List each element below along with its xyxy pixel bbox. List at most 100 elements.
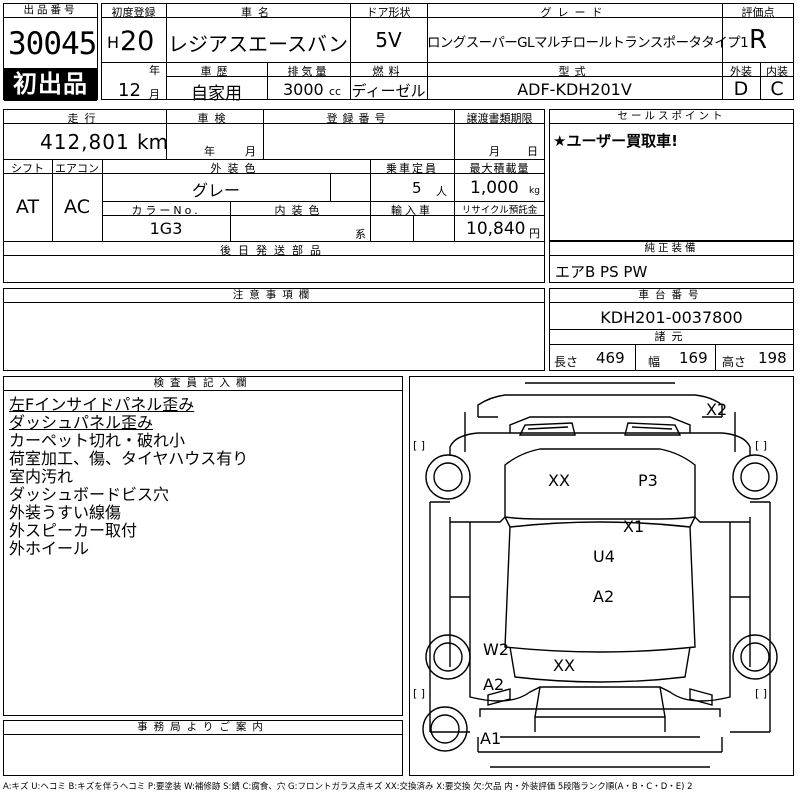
office-header: 事務局よりご案内 bbox=[4, 721, 402, 735]
equipment-header: 純正装備 bbox=[550, 242, 793, 256]
chassis-value: KDH201-0037800 bbox=[600, 308, 743, 327]
first-listing-badge: 初出品 bbox=[4, 68, 97, 101]
recycle-header: リサイクル預託金 bbox=[461, 205, 538, 216]
fuel-header: 燃料 bbox=[372, 65, 405, 78]
damage-mark: W2 bbox=[483, 640, 509, 659]
inspector-lines: 左Fインサイドパネル歪み ダッシュパネル歪み カーペット切れ・破れ小 荷室加工、… bbox=[9, 396, 248, 558]
load-value: 1,000 bbox=[470, 178, 519, 198]
diagram-bracket: [ ] bbox=[413, 687, 426, 700]
history-header: 車歴 bbox=[200, 65, 233, 78]
load-unit: kg bbox=[529, 186, 540, 196]
first-reg-month-unit: 月 bbox=[149, 88, 160, 101]
mileage-value: 412,801 bbox=[40, 130, 130, 154]
inspector-line: カーペット切れ・破れ小 bbox=[9, 431, 186, 450]
transfer-day-unit: 日 bbox=[527, 145, 538, 158]
score-value: R bbox=[748, 25, 768, 55]
capacity-value: 5 bbox=[412, 179, 422, 197]
transfer-month-unit: 月 bbox=[489, 145, 500, 158]
displacement-value: 3000 bbox=[283, 80, 324, 99]
sales-point-text: ★ユーザー買取車! bbox=[553, 132, 678, 150]
first-reg-era: H bbox=[107, 33, 120, 52]
import-header: 輸入車 bbox=[391, 204, 433, 217]
damage-mark: A1 bbox=[480, 729, 502, 748]
chassis-header: 車台番号 bbox=[550, 289, 793, 303]
equipment-value: エアB PS PW bbox=[555, 263, 648, 281]
office-box: 事務局よりご案内 bbox=[3, 720, 403, 776]
notes-box: 注意事項欄 bbox=[3, 288, 545, 371]
diagram-bracket: [ ] bbox=[413, 439, 426, 452]
aircon-header: エアコン bbox=[55, 162, 99, 175]
inspector-line: 左Fインサイドパネル歪み bbox=[9, 395, 195, 414]
inspector-box: 検査員記入欄 左Fインサイドパネル歪み ダッシュパネル歪み カーペット切れ・破れ… bbox=[3, 376, 403, 716]
transfer-header: 譲渡書類期限 bbox=[466, 112, 533, 125]
history-value: 自家用 bbox=[191, 84, 242, 104]
inspector-line: 外装うすい線傷 bbox=[9, 503, 122, 522]
top-table bbox=[101, 3, 794, 100]
colorno-header: カラーNo. bbox=[131, 204, 201, 217]
lot-number: 30045 bbox=[8, 26, 97, 62]
car-diagram bbox=[422, 382, 778, 768]
recycle-unit: 円 bbox=[529, 227, 540, 240]
lot-number-box: 出品番号 30045 初出品 bbox=[3, 3, 98, 101]
dims-length-label: 長さ bbox=[554, 355, 579, 369]
mileage-unit: km bbox=[137, 130, 169, 154]
recycle-value: 10,840 bbox=[466, 219, 526, 239]
inspection-month-unit: 月 bbox=[245, 145, 256, 158]
damage-mark: XX bbox=[553, 656, 575, 675]
shift-value: AT bbox=[15, 196, 40, 218]
door-value: 5V bbox=[375, 28, 402, 52]
car-diagram-box: [ ] [ ] [ ] [ ] X2 XX P3 X1 U4 A2 W2 XX … bbox=[409, 376, 794, 776]
first-reg-year-unit: 年 bbox=[149, 64, 160, 77]
shift-header: シフト bbox=[11, 162, 44, 175]
inspector-line: 外ホイール bbox=[9, 539, 90, 558]
inspector-line: 荷室加工、傷、タイヤハウス有り bbox=[9, 449, 249, 468]
dims-width-label: 幅 bbox=[648, 355, 661, 369]
inspector-line: ダッシュボードビス穴 bbox=[9, 485, 170, 504]
color-value: グレー bbox=[191, 181, 240, 200]
equipment-box: 純正装備 エアB PS PW bbox=[549, 241, 794, 283]
damage-mark: A2 bbox=[483, 675, 505, 694]
legend-text: A:キズ U:ヘコミ B:キズを伴うヘコミ P:要塗装 W:補修跡 S:錆 C:… bbox=[3, 782, 693, 792]
inspector-line: 外スピーカー取付 bbox=[9, 521, 138, 540]
capacity-unit: 人 bbox=[436, 185, 447, 198]
capacity-header: 乗車定員 bbox=[386, 162, 438, 175]
regno-header: 登録番号 bbox=[326, 112, 391, 125]
interior-score-header: 内装 bbox=[766, 65, 788, 78]
later-parts-header: 後日発送部品 bbox=[220, 244, 328, 257]
inspector-line: 室内汚れ bbox=[9, 467, 74, 486]
grade-header: グレード bbox=[540, 6, 609, 19]
inspection-header: 車検 bbox=[197, 112, 232, 125]
damage-mark: X1 bbox=[623, 517, 645, 536]
damage-mark: P3 bbox=[638, 471, 658, 490]
inspection-year-unit: 年 bbox=[204, 145, 215, 158]
chassis-box: 車台番号 KDH201-0037800 諸元 長さ 469 幅 169 高さ 1… bbox=[549, 288, 794, 371]
dims-header: 諸元 bbox=[550, 329, 793, 345]
mileage-header: 走行 bbox=[67, 112, 102, 125]
car-name: レジアスエースバン bbox=[168, 32, 348, 56]
first-reg-year: 20 bbox=[120, 26, 155, 57]
dims-length: 469 bbox=[596, 349, 625, 367]
diagram-bracket: [ ] bbox=[755, 687, 768, 700]
door-header: ドア形状 bbox=[366, 6, 411, 19]
diagram-bracket: [ ] bbox=[755, 439, 768, 452]
damage-mark: XX bbox=[548, 471, 570, 490]
load-header: 最大積載量 bbox=[469, 162, 530, 175]
sales-point-box: セールスポイント ★ユーザー買取車! bbox=[549, 109, 794, 241]
grade-value: ロングスーパーGLマルチロールトランスポータタイプ1 bbox=[427, 35, 749, 51]
lot-number-header: 出品番号 bbox=[4, 4, 97, 18]
displacement-unit: cc bbox=[329, 85, 342, 98]
sales-point-header: セールスポイント bbox=[550, 110, 793, 124]
damage-mark: X2 bbox=[706, 400, 728, 419]
first-reg-header: 初度登録 bbox=[111, 6, 156, 19]
inspector-line: ダッシュパネル歪み bbox=[9, 413, 154, 432]
damage-mark: U4 bbox=[593, 547, 615, 566]
dims-height-label: 高さ bbox=[722, 355, 747, 369]
aircon-value: AC bbox=[64, 196, 90, 218]
damage-mark: A2 bbox=[593, 587, 615, 606]
intcolor-unit: 系 bbox=[355, 228, 366, 241]
dims-width: 169 bbox=[679, 349, 708, 367]
car-name-header: 車名 bbox=[241, 6, 275, 19]
dims-height: 198 bbox=[758, 349, 787, 367]
inspector-header: 検査員記入欄 bbox=[4, 377, 402, 391]
model-header: 型式 bbox=[558, 65, 591, 78]
